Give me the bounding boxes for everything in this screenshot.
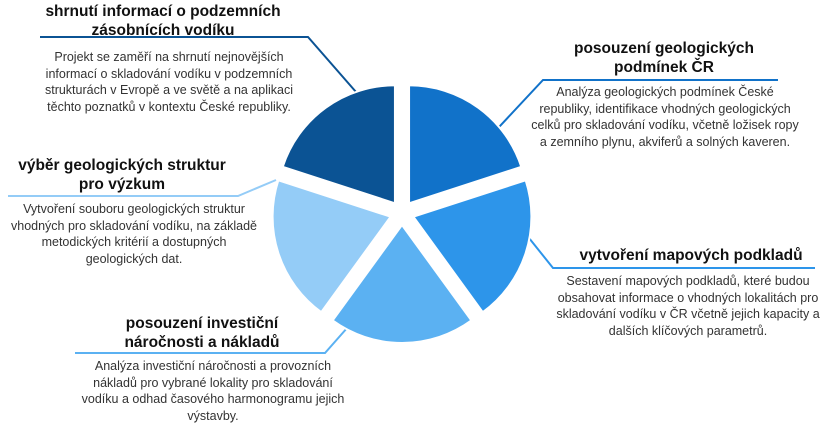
pie-slice-vyber-struktur	[271, 178, 393, 314]
text-shrnuti: Projekt se zaměří na shrnutí nejnovějšíc…	[44, 50, 294, 114]
text-vyber-struktur: Vytvoření souboru geologických struktur …	[11, 202, 257, 266]
connector-investicni-naroc	[75, 318, 356, 354]
title-mapove-podklady: vytvoření mapových podkladů	[579, 247, 803, 264]
title-posouzeni-geologickych: posouzení geologických podmínek ČR	[574, 40, 754, 76]
pie-slice-mapove-podklady	[411, 178, 533, 314]
connector-posouzeni-geologickych	[485, 79, 778, 142]
text-posouzeni-geologickych: Analýza geologických podmínek České repu…	[531, 85, 799, 149]
pie-slice-posouzeni-geologickych	[408, 84, 523, 205]
connector-vyber-struktur	[8, 179, 277, 197]
text-investicni-naroc: Analýza investiční náročnosti a provozní…	[81, 359, 345, 423]
pie-slice-shrnuti	[281, 84, 396, 205]
title-shrnuti: shrnutí informací o podzemních zásobnící…	[45, 3, 281, 39]
title-investicni-naroc: posouzení investiční náročnosti a náklad…	[124, 315, 280, 351]
text-mapove-podklady: Sestavení mapových podkladů, které budou…	[556, 274, 820, 338]
connector-mapove-podklady	[520, 227, 815, 269]
connector-shrnuti	[40, 36, 371, 109]
title-vyber-struktur: výběr geologických struktur pro výzkum	[18, 157, 226, 193]
pie-slice-investicni-naroc	[331, 223, 473, 344]
